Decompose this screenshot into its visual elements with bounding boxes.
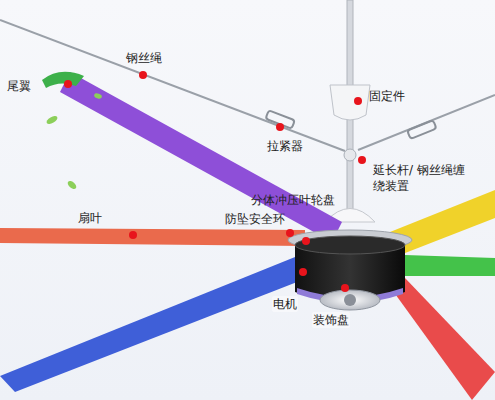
motor-top [295, 236, 405, 254]
marker-dot [341, 284, 349, 292]
turnbuckle [407, 120, 436, 139]
marker-dot [286, 229, 294, 237]
extension-joint [344, 149, 356, 161]
marker-dot [64, 80, 72, 88]
marker-dot [354, 97, 362, 105]
leaf [93, 92, 102, 99]
leaf [66, 179, 78, 190]
part-label: 钢丝绳 [125, 50, 163, 66]
part-label: 固定件 [368, 88, 406, 104]
part-label: 扇叶 [77, 210, 103, 226]
part-label: 防坠安全环 [224, 211, 286, 227]
marker-dot [139, 71, 147, 79]
part-label: 装饰盘 [312, 312, 350, 328]
tail-wing [42, 72, 84, 88]
steel-cable [358, 95, 495, 150]
marker-dots [64, 71, 366, 292]
decorative-disc [320, 290, 380, 310]
marker-dot [302, 237, 310, 245]
blade [385, 278, 495, 400]
blade [0, 228, 305, 246]
part-label: 尾翼 [6, 78, 32, 94]
blade [390, 190, 495, 255]
fixing-bracket [330, 85, 370, 120]
decorative-disc-center [344, 294, 356, 306]
marker-dot [129, 231, 137, 239]
leaf [45, 114, 58, 125]
part-label: 电机 [272, 296, 298, 312]
marker-dot [358, 156, 366, 164]
blade [405, 255, 495, 276]
blade [60, 72, 342, 242]
marker-dot [276, 123, 284, 131]
part-label: 拉紧器 [266, 138, 304, 154]
marker-dot [299, 268, 307, 276]
part-label: 延长杆/ 钢丝绳缠绕装置 [372, 162, 472, 194]
part-label: 分体冲压叶轮盘 [250, 192, 336, 208]
blade [0, 255, 315, 392]
